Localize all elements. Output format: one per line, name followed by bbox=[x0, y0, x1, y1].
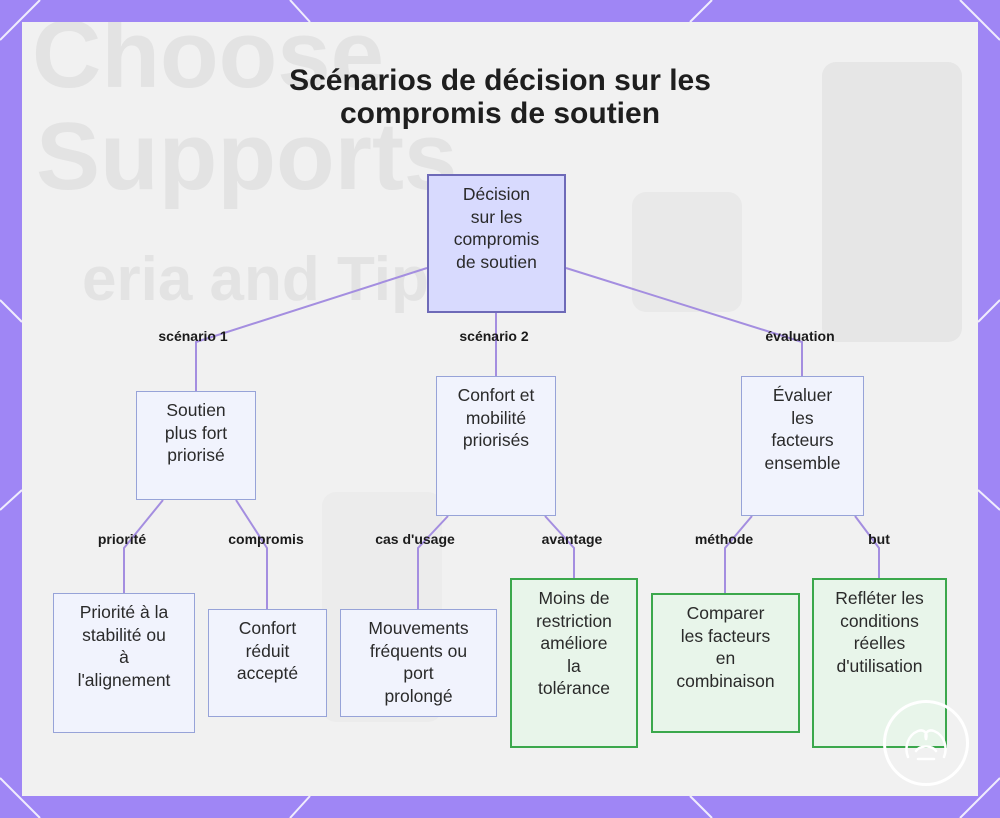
node-text: Confort bbox=[238, 618, 297, 638]
node-leaf-compromise: Confort réduit accepté bbox=[208, 609, 327, 717]
node-text: Décision bbox=[462, 184, 531, 204]
node-text: sur les bbox=[470, 206, 523, 227]
node-text: à bbox=[119, 647, 129, 667]
node-text: les facteurs bbox=[680, 625, 771, 646]
edge-label-scenario1: scénario 1 bbox=[158, 328, 228, 344]
edge-label-compromise: compromis bbox=[228, 531, 304, 547]
node-text: Comparer bbox=[686, 603, 765, 623]
node-text: Refléter les bbox=[835, 588, 924, 608]
node-text: Évaluer bbox=[772, 385, 833, 405]
node-root-decision: Décision sur les compromis de soutien bbox=[427, 174, 566, 313]
node-text: prolongé bbox=[384, 685, 453, 706]
node-text: conditions bbox=[840, 610, 919, 631]
edge-root-evaluation bbox=[565, 267, 803, 376]
node-text: stabilité ou bbox=[82, 624, 166, 645]
node-text: en bbox=[715, 648, 736, 668]
node-leaf-usecase: Mouvements fréquents ou port prolongé bbox=[340, 609, 497, 717]
background-text-1: Choose bbox=[32, 22, 385, 108]
edge-label-evaluation: évaluation bbox=[765, 328, 835, 344]
node-text: plus fort bbox=[164, 422, 228, 443]
edge-scenario2-usecase bbox=[417, 515, 449, 609]
edge-label-advantage: avantage bbox=[541, 531, 603, 547]
node-text: priorisé bbox=[167, 445, 225, 465]
node-text: de soutien bbox=[456, 251, 537, 272]
background-shape bbox=[632, 192, 742, 312]
edge-label-goal: but bbox=[868, 531, 890, 547]
background-text-3: eria and Tips bbox=[82, 245, 464, 314]
background-text-2: Supports bbox=[36, 103, 458, 210]
edge-scenario1-compromise bbox=[235, 499, 268, 609]
edge-label-usecase: cas d'usage bbox=[375, 531, 455, 547]
node-text: réduit bbox=[245, 640, 290, 661]
title-line-2: compromis de soutien bbox=[339, 97, 661, 130]
node-text: Priorité à la bbox=[79, 602, 169, 622]
node-text: Soutien bbox=[166, 400, 226, 420]
node-text: compromis bbox=[453, 229, 540, 249]
node-text: Mouvements bbox=[368, 618, 469, 638]
node-text: d'utilisation bbox=[836, 655, 923, 676]
node-leaf-method: Comparer les facteurs en combinaison bbox=[651, 593, 800, 733]
node-text: Moins de bbox=[538, 588, 610, 608]
edge-label-scenario2: scénario 2 bbox=[459, 328, 529, 344]
node-text: fréquents ou bbox=[369, 640, 468, 661]
node-text: priorisés bbox=[462, 430, 530, 450]
node-text: accepté bbox=[236, 663, 299, 683]
node-text: tolérance bbox=[537, 678, 610, 698]
edge-root-scenario1 bbox=[195, 267, 428, 391]
edge-label-priority: priorité bbox=[97, 531, 147, 547]
edge-label-method: méthode bbox=[694, 531, 754, 547]
node-text: les bbox=[791, 407, 814, 428]
node-text: l'alignement bbox=[77, 669, 171, 690]
brand-logo-icon bbox=[883, 700, 969, 786]
edge-evaluation-method bbox=[724, 515, 753, 593]
edge-evaluation-goal bbox=[854, 515, 880, 578]
diagram-title: Scénarios de décision sur les compromis … bbox=[0, 64, 1000, 130]
background-shape bbox=[822, 62, 962, 342]
edge-scenario1-priority bbox=[123, 499, 164, 593]
node-evaluation: Évaluer les facteurs ensemble bbox=[741, 376, 864, 516]
node-text: Confort et bbox=[457, 385, 535, 405]
node-scenario1: Soutien plus fort priorisé bbox=[136, 391, 256, 500]
node-text: ensemble bbox=[764, 452, 841, 473]
edge-scenario2-advantage bbox=[544, 515, 575, 578]
node-text: restriction bbox=[536, 610, 612, 631]
node-text: améliore bbox=[540, 633, 608, 653]
node-leaf-priority: Priorité à la stabilité ou à l'alignemen… bbox=[53, 593, 195, 733]
node-text: port bbox=[403, 663, 434, 683]
node-leaf-advantage: Moins de restriction améliore la toléran… bbox=[510, 578, 638, 748]
title-line-1: Scénarios de décision sur les bbox=[289, 64, 711, 97]
node-scenario2: Confort et mobilité priorisés bbox=[436, 376, 556, 516]
node-text: combinaison bbox=[676, 670, 775, 691]
node-text: réelles bbox=[853, 633, 906, 653]
node-text: mobilité bbox=[465, 407, 527, 428]
node-text: la bbox=[567, 655, 581, 676]
node-text: facteurs bbox=[771, 430, 834, 450]
